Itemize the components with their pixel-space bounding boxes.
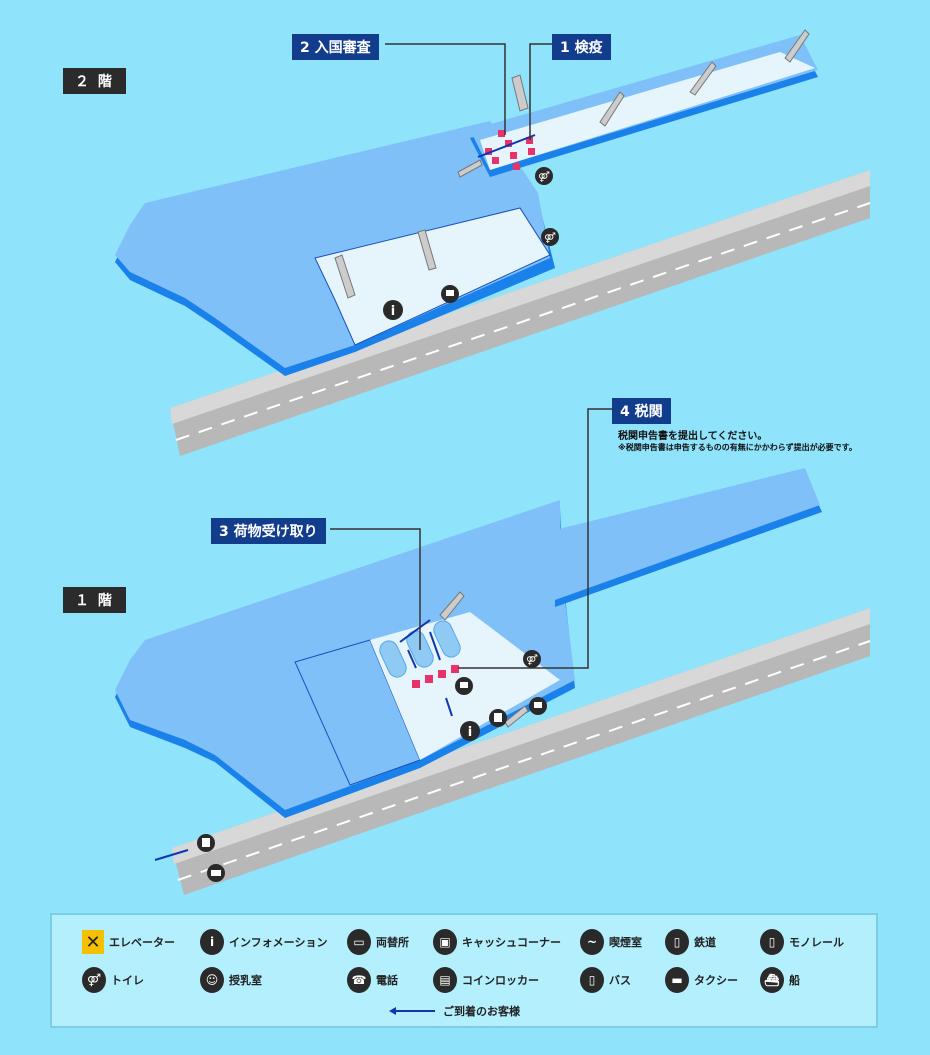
coin-locker-icon: ▤ (433, 967, 457, 993)
legend-label: タクシー (694, 974, 738, 987)
map-icons-2f: ⚤ ⚤ i (383, 167, 559, 320)
taxi-icon: ▬ (665, 967, 689, 993)
legend-label: 電話 (376, 974, 398, 987)
currency-exchange-icon: ▭ (347, 929, 371, 955)
nursing-room-icon: ☺ (200, 967, 224, 993)
legend-label: ご到着のお客様 (443, 1005, 520, 1018)
customs-booths (412, 665, 459, 688)
route-arrows-2f (477, 134, 536, 158)
restroom-icon (535, 167, 553, 185)
callout-baggage-claim: 3 荷物受け取り (211, 518, 326, 544)
immigration-booths (485, 130, 535, 170)
callout-lines (330, 43, 612, 669)
map-icons-1f: ⚤ i (197, 650, 547, 882)
legend-label: モノレール (789, 936, 844, 949)
svg-text:i: i (468, 725, 472, 740)
svg-text:⚤: ⚤ (544, 232, 556, 244)
legend-item: ▯ 鉄道 (665, 929, 760, 955)
legend-item: ▭ 両替所 (347, 929, 433, 955)
information-icon (383, 300, 403, 320)
callout-customs: 4 税関 (612, 398, 671, 424)
callout-quarantine: 1 検疫 (552, 34, 611, 60)
atm-icon: ▣ (433, 929, 457, 955)
callout-immigration: 2 入国審査 (292, 34, 379, 60)
legend-item: ▤ コインロッカー (433, 967, 580, 993)
customs-note-detail: ※税関申告書は申告するものの有無にかかわらず提出が必要です。 (618, 443, 857, 452)
information-icon (460, 721, 480, 741)
legend-item: ▯ バス (580, 967, 665, 993)
svg-text:⚤: ⚤ (538, 171, 550, 183)
legend-arrival-route: ご到着のお客様 (389, 1003, 520, 1019)
legend-label: インフォメーション (229, 936, 328, 949)
legend-label: トイレ (111, 974, 144, 987)
legend-label: バス (609, 974, 631, 987)
escalators-1f (439, 591, 529, 728)
legend-label: キャッシュコーナー (462, 936, 561, 949)
telephone-icon: ☎ (347, 967, 371, 993)
legend-item: ~ 喫煙室 (580, 929, 665, 955)
legend-item: ▯ モノレール (760, 929, 850, 955)
legend-label: 授乳室 (229, 974, 262, 987)
arrival-arrow-icon (389, 1007, 435, 1015)
restroom-icon: ⚤ (82, 967, 106, 993)
legend-label: 鉄道 (694, 936, 716, 949)
monorail-icon: ▯ (760, 929, 784, 955)
legend-item: i インフォメーション (200, 929, 347, 955)
escalators-2f (334, 29, 810, 299)
information-icon: i (200, 929, 224, 955)
legend-label: 喫煙室 (609, 936, 642, 949)
legend-label: エレベーター (109, 936, 175, 949)
route-arrows-1f (154, 619, 453, 861)
building-2f (115, 35, 818, 376)
legend-item: ▬ タクシー (665, 967, 760, 993)
customs-note: 税関申告書を提出してください。 (618, 431, 768, 442)
legend-item: ⛴船 (760, 967, 850, 993)
legend-label: 船 (789, 974, 800, 987)
legend-label: 両替所 (376, 936, 409, 949)
train-icon: ▯ (665, 929, 689, 955)
ship-icon: ⛴ (760, 967, 784, 993)
legend-item: ☎ 電話 (347, 967, 433, 993)
legend-item: ☺ 授乳室 (200, 967, 347, 993)
svg-text:⚤: ⚤ (526, 654, 538, 666)
floor-label-1f: １ 階 (63, 587, 126, 613)
restroom-icon (523, 650, 541, 668)
floor-label-2f: ２ 階 (63, 68, 126, 94)
elevator-icon: ✕ (82, 930, 104, 954)
legend-item: ✕ エレベーター (82, 929, 200, 955)
legend-label: コインロッカー (462, 974, 539, 987)
legend-item: ▣ キャッシュコーナー (433, 929, 580, 955)
road-2f (170, 170, 871, 456)
svg-text:i: i (391, 304, 395, 319)
smoking-room-icon: ~ (580, 929, 604, 955)
restroom-icon (541, 228, 559, 246)
map-legend: ✕ エレベーター i インフォメーション ▭ 両替所 ▣ キャッシュコーナー ~ 喫煙室 ▯ 鉄道 ▯ モ… (50, 913, 878, 1028)
legend-item: ⚤ トイレ (82, 967, 200, 993)
bus-icon: ▯ (580, 967, 604, 993)
road-1f (172, 608, 871, 895)
